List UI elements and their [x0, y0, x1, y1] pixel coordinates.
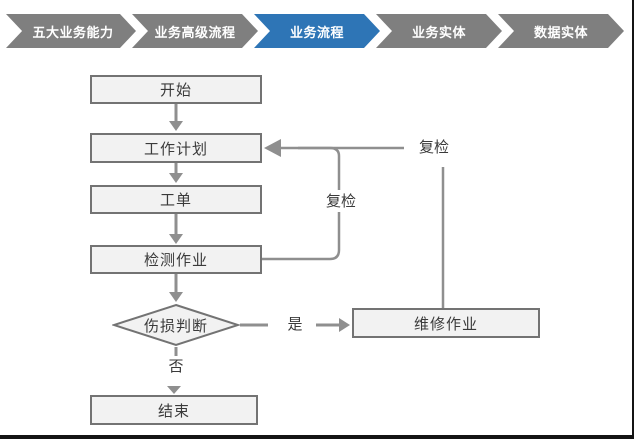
flow-node-inspection-job: 检测作业: [90, 245, 262, 274]
edge-label-no: 否: [166, 356, 186, 376]
tab-five-business-capabilities[interactable]: 五大业务能力: [10, 14, 136, 48]
breadcrumb-nav: 五大业务能力 业务高级流程 业务流程 业务实体 数据实体: [0, 0, 634, 50]
flow-node-start: 开始: [90, 75, 262, 104]
edge-label-recheck-repair: 复检: [411, 136, 457, 158]
decision-label: 伤损判断: [143, 316, 208, 335]
arrowhead-down-icon: [169, 234, 183, 244]
arrowhead-down-icon: [169, 121, 183, 131]
tab-business-entity[interactable]: 业务实体: [376, 14, 502, 48]
flow-node-work-plan: 工作计划: [90, 133, 262, 163]
flow-node-damage-decision: 伤损判断: [110, 303, 242, 347]
arrowhead-left-icon: [264, 139, 281, 157]
tab-data-entity[interactable]: 数据实体: [498, 14, 624, 48]
arrowhead-down-icon: [169, 173, 183, 183]
edge-label-recheck-loop: 复检: [320, 190, 362, 212]
tab-business-highlevel-process[interactable]: 业务高级流程: [132, 14, 258, 48]
flow-node-work-order: 工单: [90, 185, 262, 214]
tab-business-process[interactable]: 业务流程: [254, 14, 380, 48]
arrowhead-down-icon: [169, 292, 183, 302]
edge-label-yes: 是: [285, 314, 305, 334]
arrowhead-right-icon: [339, 318, 350, 332]
flow-node-repair-job: 维修作业: [352, 308, 540, 338]
flow-node-end: 结束: [90, 395, 258, 425]
decision-diamond-shape: [110, 303, 242, 347]
arrowhead-down-icon: [167, 386, 181, 394]
